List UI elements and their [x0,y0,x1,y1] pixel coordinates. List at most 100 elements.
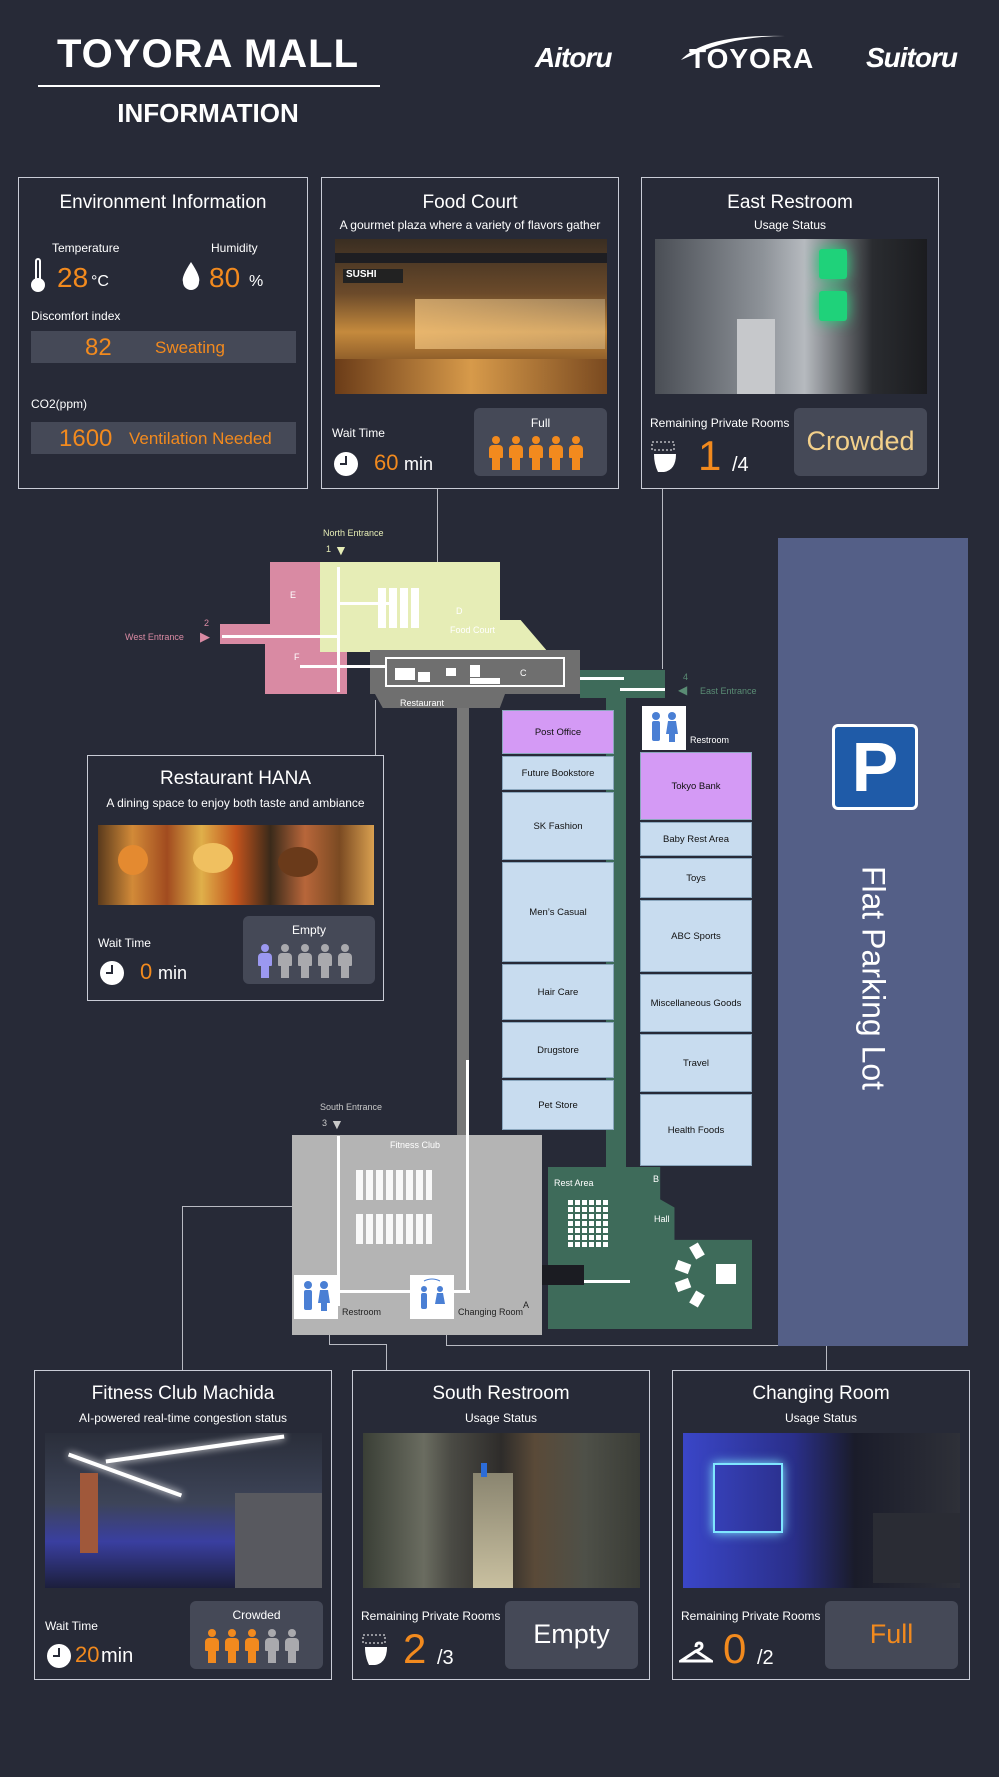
changing-room-panel[interactable]: Changing Room Usage Status Remaining Pri… [672,1370,970,1680]
down-arrow-icon: ▼ [330,1116,344,1132]
toilet-icon [650,440,678,476]
down-arrow-icon: ▼ [334,542,348,558]
fitness-panel[interactable]: Fitness Club Machida AI-powered real-tim… [34,1370,332,1680]
aitoru-logo: Aitoru [535,42,612,73]
zone-d-ext [320,620,548,652]
fitness-photo [45,1433,322,1588]
restaurant-photo [98,825,374,905]
restroom-icon [304,1281,330,1311]
corridor [580,677,624,680]
toilet-icon [361,1633,389,1669]
south-restroom-map-icon[interactable] [294,1275,338,1319]
east-restroom-status: Crowded [806,426,915,456]
temperature-unit: °C [91,273,109,290]
left-arrow-icon: ◀ [678,683,688,697]
humidity-label: Humidity [211,241,258,255]
co2-box: 1600 Ventilation Needed [31,422,296,454]
store-pet-store[interactable]: Pet Store [502,1080,614,1130]
fitness-title: Fitness Club Machida [91,1383,275,1404]
south-restroom-map-label: Restroom [342,1307,382,1317]
food-court-title: Food Court [422,192,518,213]
store-post-office[interactable]: Post Office [502,710,614,754]
person-icon [244,1629,260,1663]
fitness-wait-value: 20 [75,1642,100,1667]
temperature-value: 28 [57,262,89,293]
co2-status: Ventilation Needed [129,429,272,448]
restaurant-subtitle: A dining space to enjoy both taste and a… [106,796,365,810]
person-icon [284,1629,300,1663]
discomfort-label: Discomfort index [31,309,121,323]
east-restroom-subtitle: Usage Status [753,218,827,232]
equipment-block [356,1170,432,1200]
person-icon [548,436,564,470]
store-abc-sports[interactable]: ABC Sports [640,900,752,972]
connector-line [437,489,438,584]
store-toys[interactable]: Toys [640,858,752,898]
restaurant-occupancy [257,944,357,983]
fitness-wait-unit: min [101,1645,134,1667]
east-entrance-num: 4 [683,672,689,682]
table-mark [470,665,480,677]
store-baby-rest-area[interactable]: Baby Rest Area [640,822,752,856]
south-rooms-total: /3 [437,1647,454,1669]
zone-e-label: E [290,590,297,600]
south-entrance-label: South Entrance [320,1102,383,1112]
south-rooms-label: Remaining Private Rooms [361,1609,501,1623]
changing-room-map-label: Changing Room [458,1307,524,1317]
person-icon [337,944,353,978]
changing-room-map-icon[interactable] [410,1275,454,1319]
mall-map: E F D Food Court C Restaurant North Entr… [0,520,999,1346]
food-court-status-box: Full [474,408,607,476]
hall-label: Hall [654,1214,670,1224]
fitness-status-box: Crowded [190,1601,323,1669]
restaurant-panel[interactable]: Restaurant HANA A dining space to enjoy … [87,755,384,1001]
west-entrance-num: 2 [204,618,210,628]
store-drugstore[interactable]: Drugstore [502,1022,614,1078]
store-hair-care[interactable]: Hair Care [502,964,614,1020]
title-divider [38,85,380,87]
temperature-label: Temperature [52,241,120,255]
south-restroom-photo [363,1433,640,1588]
east-restroom-panel[interactable]: East Restroom Usage Status Remaining Pri… [641,177,939,489]
food-court-status: Full [530,416,551,430]
restaurant-wait-value: 0 [140,959,153,984]
co2-label: CO2(ppm) [31,397,88,411]
zone-e[interactable] [270,562,322,624]
changing-rooms-total: /2 [757,1647,774,1669]
food-court-map-label: Food Court [450,625,496,635]
connector-line [662,489,663,669]
zone-c-label: C [520,668,527,678]
store-health-foods[interactable]: Health Foods [640,1094,752,1166]
water-drop-icon [181,262,201,290]
corridor [310,1290,470,1293]
east-restroom-map-icon[interactable] [642,706,686,750]
person-icon [264,1629,280,1663]
connector-line [446,1345,826,1346]
store-future-bookstore[interactable]: Future Bookstore [502,756,614,790]
store-tokyo-bank[interactable]: Tokyo Bank [640,752,752,820]
toyora-logo-text: TOYORA [689,43,815,74]
environment-title: Environment Information [59,192,267,213]
store-mens-casual[interactable]: Men’s Casual [502,862,614,962]
fitness-wait-label: Wait Time [45,1619,98,1633]
south-rooms-value: 2 [403,1625,427,1672]
store-miscellaneous-goods[interactable]: Miscellaneous Goods [640,974,752,1032]
food-court-panel[interactable]: Food Court A gourmet plaza where a varie… [321,177,619,489]
changing-room-photo [683,1433,960,1588]
mall-title: TOYORA MALL [56,32,360,76]
restaurant-strip [375,694,505,708]
store-sk-fashion[interactable]: SK Fashion [502,792,614,860]
right-arrow-icon: ▶ [200,629,210,644]
east-rooms-label: Remaining Private Rooms [650,416,790,430]
south-entrance-num: 3 [322,1118,328,1128]
east-restroom-status-box: Crowded [794,408,927,476]
restaurant-map-label: Restaurant [400,698,445,708]
south-restroom-panel[interactable]: South Restroom Usage Status Remaining Pr… [352,1370,650,1680]
fitness-status: Crowded [232,1608,281,1622]
person-icon [317,944,333,978]
parking-lot[interactable]: P Flat Parking Lot [778,538,968,1346]
suitoru-logo: Suitoru [866,42,958,73]
person-icon [204,1629,220,1663]
toyora-logo: TOYORA [675,30,825,80]
store-travel[interactable]: Travel [640,1034,752,1092]
